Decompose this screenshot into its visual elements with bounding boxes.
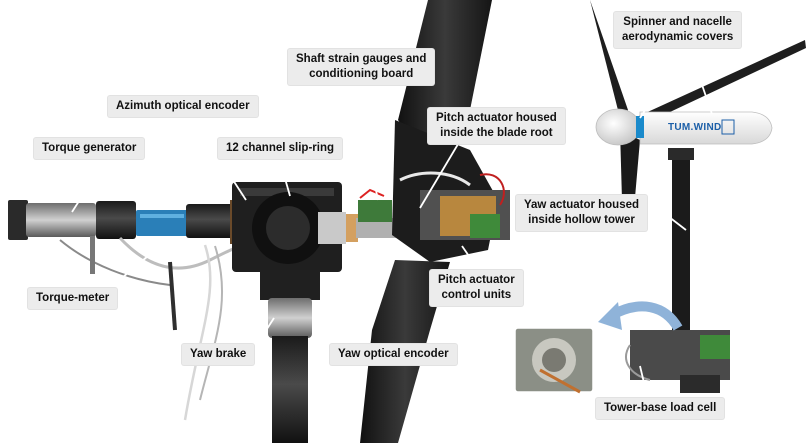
label-yaw-actuator-housed-line1: Yaw actuator housed (524, 199, 640, 211)
label-torque-generator: Torque generator (34, 138, 145, 159)
label-yaw-brake-text: Yaw brake (190, 348, 247, 360)
yaw-brake (268, 298, 312, 338)
label-pitch-control-units-line2: control units (441, 289, 512, 301)
label-strain-gauges-line1: Shaft strain gauges and (296, 53, 427, 65)
label-torque-meter: Torque-meter (28, 288, 118, 309)
upper-blade (398, 0, 492, 150)
label-slip-ring-text: 12 channel slip-ring (226, 142, 334, 154)
label-yaw-optical-encoder-text: Yaw optical encoder (338, 348, 449, 360)
label-spinner-nacelle-line1: Spinner and nacelle (623, 16, 732, 28)
turbine-model (514, 0, 806, 394)
blade-root-assembly (360, 0, 510, 443)
label-pitch-control-units: Pitch actuator control units (430, 270, 523, 306)
nacelle-cover (639, 111, 773, 145)
yaw-column (272, 336, 308, 443)
label-yaw-optical-encoder: Yaw optical encoder (330, 344, 457, 365)
torque-meter-body (136, 210, 188, 236)
label-yaw-brake: Yaw brake (182, 344, 255, 365)
curved-arrow (609, 301, 683, 331)
label-spinner-nacelle: Spinner and nacelle aerodynamic covers (614, 12, 742, 48)
label-strain-gauges: Shaft strain gauges and conditioning boa… (288, 49, 435, 85)
drivetrain-assembly (8, 182, 396, 443)
label-tower-base-load-cell-text: Tower-base load cell (604, 402, 717, 414)
label-yaw-actuator-housed-line2: inside hollow tower (528, 214, 635, 226)
tum-wind-logo: TUM.WIND (668, 122, 722, 133)
label-azimuth-encoder-text: Azimuth optical encoder (116, 100, 250, 112)
label-pitch-actuator-housed-line2: inside the blade root (440, 127, 553, 139)
label-torque-meter-text: Torque-meter (36, 292, 110, 304)
spinner-cover (595, 108, 641, 146)
label-pitch-actuator-housed-line1: Pitch actuator housed (436, 112, 557, 124)
label-tower-base-load-cell: Tower-base load cell (596, 398, 725, 419)
label-pitch-control-units-line1: Pitch actuator (438, 274, 515, 286)
torque-generator (26, 203, 96, 237)
conditioning-board (358, 200, 392, 222)
label-torque-generator-text: Torque generator (42, 142, 137, 154)
pitch-control-units (470, 214, 500, 238)
label-pitch-actuator-housed: Pitch actuator housed inside the blade r… (428, 108, 565, 144)
label-spinner-nacelle-line2: aerodynamic covers (622, 31, 734, 43)
tower (672, 150, 690, 350)
label-slip-ring: 12 channel slip-ring (218, 138, 342, 159)
blade-up (590, 0, 628, 118)
label-yaw-actuator-housed: Yaw actuator housed inside hollow tower (516, 195, 648, 231)
label-strain-gauges-line2: conditioning board (309, 68, 414, 80)
generator-endcap (8, 200, 28, 240)
blade-right (630, 40, 806, 128)
label-azimuth-encoder: Azimuth optical encoder (108, 96, 258, 117)
